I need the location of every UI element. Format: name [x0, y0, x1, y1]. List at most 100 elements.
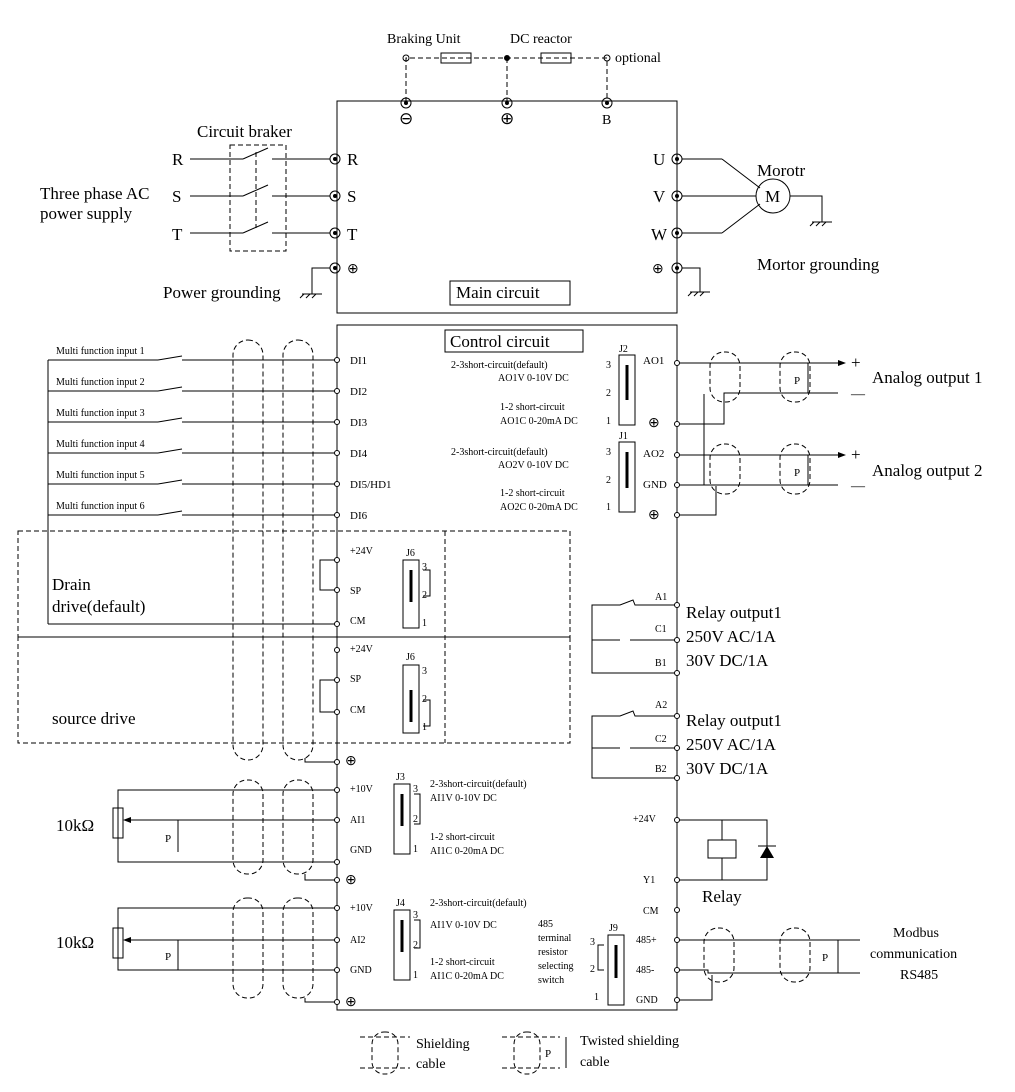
- relay1-ac: 250V AC/1A: [686, 627, 777, 646]
- circuit-breaker-box: [229, 144, 287, 252]
- drain-label-2: drive(default): [52, 597, 145, 616]
- terminal-dot: [334, 677, 340, 683]
- drain-j6: J6: [406, 548, 415, 559]
- source-sp: SP: [350, 674, 362, 685]
- power-input-lines: [190, 147, 341, 299]
- ai2-p10: +10V: [350, 903, 374, 914]
- j2-line-a: 2-3short-circuit(default): [451, 360, 548, 371]
- ai2-wiring: [112, 897, 421, 1003]
- legend-shield-1: Shielding: [416, 1037, 470, 1052]
- source-j6-pin1: 1: [422, 722, 427, 733]
- main-circuit-label-box: [449, 280, 571, 306]
- relay2-b: B2: [655, 764, 667, 775]
- main-out-u: U: [653, 150, 665, 169]
- braking-reactor-connection: [402, 52, 611, 102]
- main-in-r: R: [347, 150, 359, 169]
- ai1-gnd: GND: [350, 845, 372, 856]
- ai1-jumper: J3: [396, 772, 405, 783]
- ao1-minus: —: [850, 387, 866, 402]
- control-left-terminals: [334, 357, 340, 1005]
- ai2-pot-label: 10kΩ: [56, 933, 94, 952]
- ai1-pin2: 2: [413, 814, 418, 825]
- ai1-p: P: [165, 833, 171, 845]
- terminal-dot: [334, 967, 340, 973]
- j1-line-d: AO2C 0-20mA DC: [500, 502, 578, 513]
- relay2-dc: 30V DC/1A: [686, 759, 769, 778]
- j2-pin1: 1: [606, 416, 611, 427]
- j1-pin2: 2: [606, 475, 611, 486]
- terminal-di4: DI4: [350, 448, 368, 460]
- main-out-v: V: [653, 187, 666, 206]
- terminal-dot: [674, 421, 680, 427]
- terminal-dot: [334, 905, 340, 911]
- terminal-dot: [674, 817, 680, 823]
- terminal-dot: [334, 587, 340, 593]
- terminal-di1: DI1: [350, 355, 367, 367]
- modbus-line2: communication: [870, 947, 957, 962]
- main-in-ground: ⊕: [347, 262, 359, 277]
- drain-source-wiring: [319, 559, 431, 734]
- source-cm: CM: [350, 705, 366, 716]
- drain-24v: +24V: [350, 546, 374, 557]
- control-ground-3: ⊕: [648, 508, 660, 523]
- analog-output-2-label: Analog output 2: [872, 461, 983, 480]
- relay1-b: B1: [655, 658, 667, 669]
- rs485-wiring: [677, 927, 860, 1001]
- j1-line-c: 1-2 short-circuit: [500, 488, 565, 499]
- relay2-ac: 250V AC/1A: [686, 735, 777, 754]
- terminal-plus-label: ⊕: [500, 109, 514, 128]
- terminal-dot: [674, 713, 680, 719]
- relay-output-wiring: [591, 599, 677, 779]
- terminal-dot: [334, 419, 340, 425]
- rs485-minus: 485-: [636, 965, 654, 976]
- ai2-pin3: 3: [413, 910, 418, 921]
- ai2-pin1: 1: [413, 970, 418, 981]
- terminal-di5: DI5/HD1: [350, 479, 392, 491]
- power-grounding-label: Power grounding: [163, 283, 281, 302]
- modbus-line1: Modbus: [893, 926, 939, 941]
- dc-reactor-label: DC reactor: [510, 32, 572, 47]
- ai2-jumper: J4: [396, 898, 405, 909]
- main-out-w: W: [651, 225, 668, 244]
- relay-coil: [677, 819, 776, 881]
- terminal-dot: [334, 877, 340, 883]
- rs485-gnd: GND: [636, 995, 658, 1006]
- terminal-dot: [334, 859, 340, 865]
- motor-grounding-label: Mortor grounding: [757, 255, 880, 274]
- j2-pin3: 3: [606, 360, 611, 371]
- terminal-dot: [334, 759, 340, 765]
- j9-pin3: 3: [590, 937, 595, 948]
- j1-line-a: 2-3short-circuit(default): [451, 447, 548, 458]
- drain-j6-pin2: 2: [422, 590, 427, 601]
- y-cm: CM: [643, 906, 659, 917]
- control-right-terminals: [674, 360, 680, 1003]
- main-circuit-label: Main circuit: [456, 283, 540, 302]
- terminal-dot: [334, 621, 340, 627]
- ai1-pot-label: 10kΩ: [56, 816, 94, 835]
- multi-input-3-label: Multi function input 3: [56, 408, 145, 419]
- terminal-ao2: AO2: [643, 448, 664, 460]
- motor-connection: [671, 153, 832, 297]
- ao2-plus: +: [851, 445, 861, 464]
- relay2-a: A2: [655, 700, 667, 711]
- supply-r-label: R: [172, 150, 184, 169]
- j1-name: J1: [619, 431, 628, 442]
- j2-line-b: AO1V 0-10V DC: [498, 373, 569, 384]
- multi-input-1-label: Multi function input 1: [56, 346, 145, 357]
- ai1-line-a: 2-3short-circuit(default): [430, 779, 527, 790]
- rs485-l3: resistor: [538, 947, 568, 958]
- terminal-di6: DI6: [350, 510, 368, 522]
- terminal-dot: [334, 787, 340, 793]
- control-circuit-label: Control circuit: [450, 332, 550, 351]
- main-in-t: T: [347, 225, 358, 244]
- terminal-dot: [674, 775, 680, 781]
- j1-line-b: AO2V 0-10V DC: [498, 460, 569, 471]
- multi-input-2-label: Multi function input 2: [56, 377, 145, 388]
- terminal-gnd-ao: GND: [643, 479, 667, 491]
- relay1-title: Relay output1: [686, 603, 782, 622]
- multi-input-5-label: Multi function input 5: [56, 470, 145, 481]
- drain-j6-pin1: 1: [422, 618, 427, 629]
- terminal-dot: [674, 482, 680, 488]
- rs485-plus: 485+: [636, 935, 657, 946]
